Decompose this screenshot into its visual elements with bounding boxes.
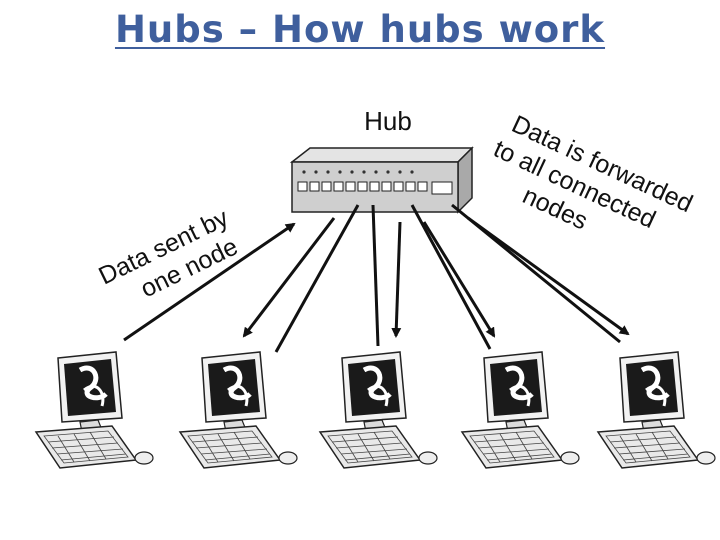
computer-icon — [320, 352, 437, 468]
computer-icon — [598, 352, 715, 468]
computer-icon — [462, 352, 579, 468]
arrow-icon — [422, 221, 496, 338]
sent-label: Data sent by one node — [94, 201, 252, 318]
arrow-icon — [391, 221, 402, 338]
hub-device-icon — [289, 146, 474, 214]
arrow-icon — [467, 216, 630, 336]
hub-label: Hub — [364, 106, 412, 136]
arrow-icon — [123, 222, 296, 342]
arrow-icon — [274, 204, 360, 353]
page-title: Hubs – How hubs work — [0, 8, 720, 51]
arrow-icon — [410, 204, 492, 350]
arrow-icon — [371, 204, 380, 347]
computer-icon — [36, 352, 153, 468]
page-title-text: Hubs – How hubs work — [114, 8, 606, 51]
arrow-icon — [242, 217, 336, 338]
computer-icon — [180, 352, 297, 468]
